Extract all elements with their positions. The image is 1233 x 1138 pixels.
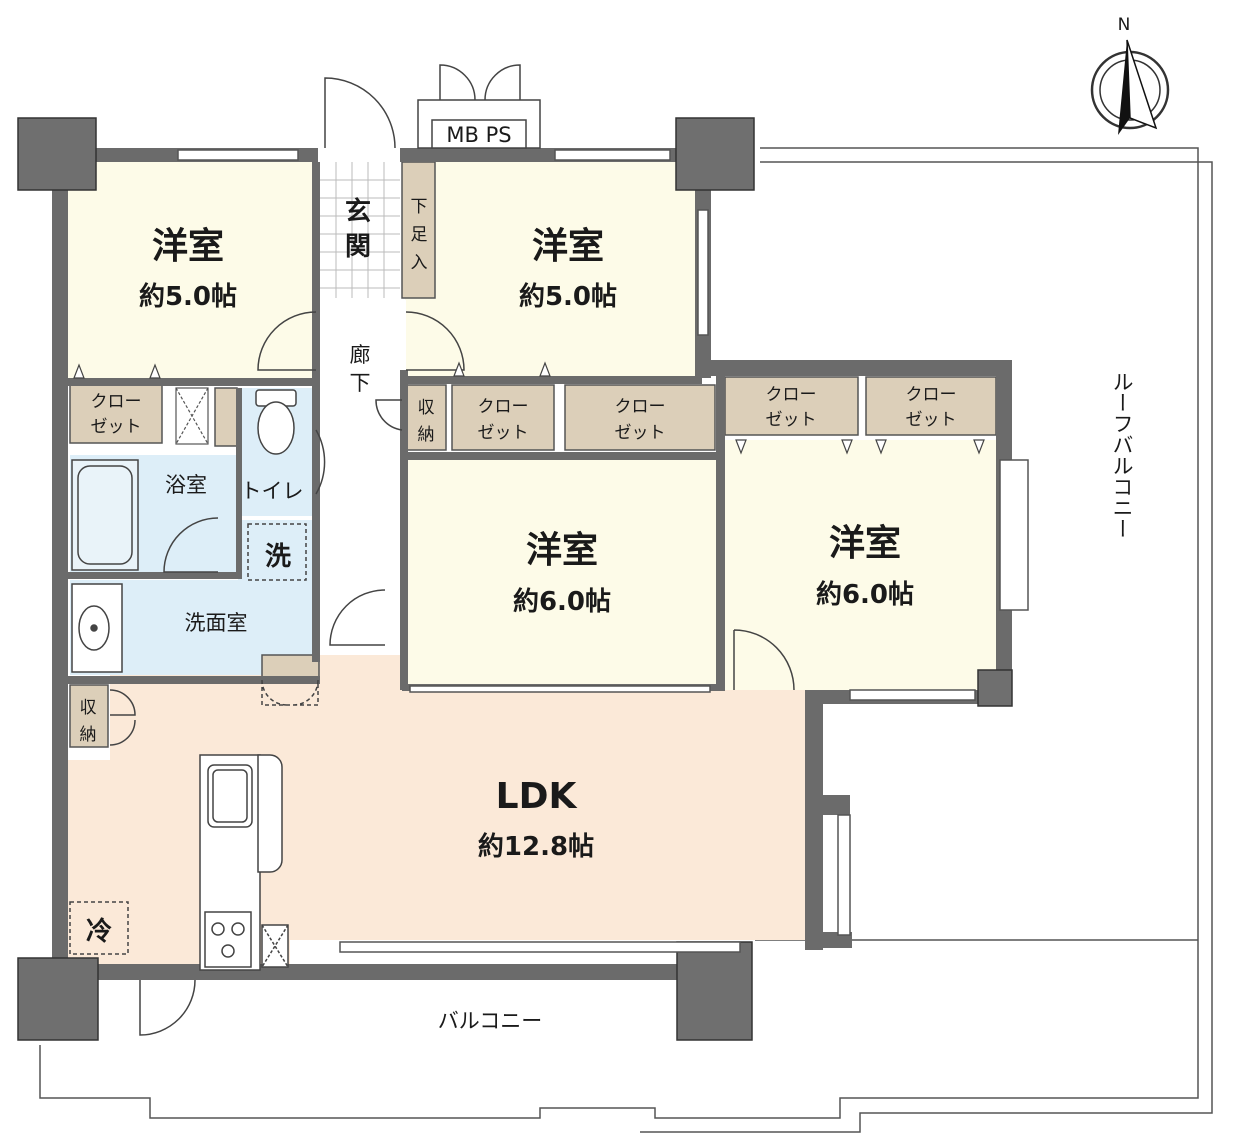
pillar-se xyxy=(676,941,753,1041)
toilet-fixture xyxy=(255,389,297,455)
closet-e1-line1: クロー xyxy=(766,385,817,405)
tall-cabinet xyxy=(175,387,209,445)
room-ldk-size: 約12.8帖 xyxy=(478,831,594,862)
closet-e1-line2: ゼット xyxy=(766,410,817,430)
ldk-shelf xyxy=(261,654,320,679)
closet-c-line1: クロー xyxy=(615,397,666,417)
closet-nw-line2: ゼット xyxy=(91,417,142,437)
room-n-size: 約5.0帖 xyxy=(519,281,617,312)
balcony-label: バルコニー xyxy=(438,1009,543,1033)
pillar-ne xyxy=(675,117,755,191)
hallway-char-2: 下 xyxy=(350,371,371,395)
closet-c xyxy=(564,384,716,451)
room-n-name: 洋室 xyxy=(532,226,604,267)
windows xyxy=(177,149,1029,953)
closet-n xyxy=(451,384,555,451)
closet-n-line1: クロー xyxy=(478,397,529,417)
closet-e2 xyxy=(865,376,997,436)
washer-area xyxy=(238,520,312,580)
shoe-char-3: 入 xyxy=(411,253,428,273)
washbasin xyxy=(71,583,123,673)
entrance-tiles xyxy=(320,162,400,298)
room-entrance xyxy=(320,162,400,298)
room-ldk-name: LDK xyxy=(496,776,578,817)
pillar-e xyxy=(977,669,1013,707)
room-western-nw xyxy=(66,162,316,378)
washer-label: 洗 xyxy=(265,542,291,572)
washroom-label: 洗面室 xyxy=(185,611,248,635)
bathtub xyxy=(71,459,139,571)
storage-hall-char-1: 収 xyxy=(418,398,435,418)
bathroom-label: 浴室 xyxy=(165,473,207,497)
mb-ps: MB PS xyxy=(417,64,541,149)
room-hallway xyxy=(316,300,406,650)
storage-ldk xyxy=(69,684,109,748)
pillars xyxy=(17,117,1013,1041)
closet-nw-line1: クロー xyxy=(91,392,142,412)
mb-ps-label: MB PS xyxy=(446,123,511,147)
room-c-name: 洋室 xyxy=(526,530,598,571)
fridge-space xyxy=(69,901,129,955)
labels: 洋室 約5.0帖 洋室 約5.0帖 洋室 約6.0帖 洋室 約6.0帖 LDK … xyxy=(80,196,1135,1033)
storage-hall-char-2: 納 xyxy=(418,425,435,445)
shoe-storage xyxy=(401,161,436,299)
roof-balcony-label: ルーフバルコニー xyxy=(1110,371,1134,539)
storage-ldk-char-1: 収 xyxy=(80,698,97,718)
room-e-name: 洋室 xyxy=(829,523,901,564)
shoe-char-1: 下 xyxy=(411,197,428,217)
closet-c-line2: ゼット xyxy=(615,423,666,443)
kitchen-counter xyxy=(199,754,289,971)
hallway-char-1: 廊 xyxy=(350,343,371,367)
storage-ldk-char-2: 納 xyxy=(80,725,97,745)
room-e-size: 約6.0帖 xyxy=(816,579,914,610)
north-arrow-icon xyxy=(1118,40,1130,135)
room-ldk xyxy=(66,655,805,970)
fixtures xyxy=(69,387,307,971)
room-nw-name: 洋室 xyxy=(152,226,224,267)
toilet-label: トイレ xyxy=(241,479,304,503)
closet-markers xyxy=(73,361,985,455)
closet-n-line2: ゼット xyxy=(478,423,529,443)
compass: N xyxy=(1090,15,1170,135)
pillar-sw xyxy=(17,957,99,1041)
shoe-char-2: 足 xyxy=(411,225,428,245)
doors xyxy=(109,77,795,1036)
closet-e1 xyxy=(724,376,859,436)
closet-e2-line1: クロー xyxy=(906,385,957,405)
closets xyxy=(69,161,997,748)
closet-e2-line2: ゼット xyxy=(906,410,957,430)
compass-north-label: N xyxy=(1118,15,1131,35)
room-nw-size: 約5.0帖 xyxy=(139,281,237,312)
fridge-label: 冷 xyxy=(86,916,112,947)
pillar-nw xyxy=(17,117,97,191)
room-western-n xyxy=(405,162,697,380)
entrance-char-1: 玄 xyxy=(345,196,371,227)
room-western-e xyxy=(725,440,997,690)
room-c-size: 約6.0帖 xyxy=(513,586,611,617)
entrance-char-2: 関 xyxy=(345,232,371,262)
tall-shelf xyxy=(214,387,238,447)
room-western-c xyxy=(408,460,716,688)
washer-space xyxy=(247,523,307,581)
